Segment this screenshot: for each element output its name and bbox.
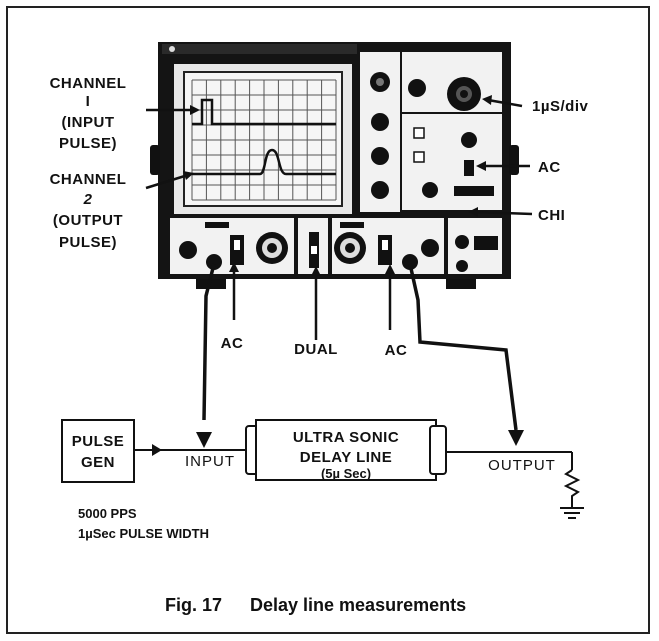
level-knob[interactable]	[461, 132, 477, 148]
figure-number: Fig. 17	[165, 595, 222, 615]
output-cable-arrow	[508, 430, 524, 446]
pointer-arrows	[145, 95, 533, 340]
trigger-button[interactable]	[413, 127, 425, 139]
reset-button[interactable]	[413, 151, 425, 163]
left-handle	[150, 145, 160, 175]
svg-text:(5µ Sec): (5µ Sec)	[321, 466, 371, 481]
svg-text:PULSE): PULSE)	[59, 135, 117, 152]
right-control-panel	[360, 52, 502, 212]
focus-knob[interactable]	[371, 113, 389, 131]
svg-text:PULSE: PULSE	[72, 433, 125, 450]
signal-notes: 5000 PPS 1µSec PULSE WIDTH	[78, 506, 209, 541]
ch2-position-knob[interactable]	[421, 239, 439, 257]
svg-text:ULTRA SONIC: ULTRA SONIC	[293, 429, 399, 446]
svg-text:(INPUT: (INPUT	[62, 114, 115, 131]
svg-text:1µSec PULSE WIDTH: 1µSec PULSE WIDTH	[78, 526, 209, 541]
illum-knob[interactable]	[371, 181, 389, 199]
delay-line-text: ULTRA SONIC DELAY LINE (5µ Sec)	[293, 429, 399, 481]
trace-rotation-knob[interactable]	[371, 147, 389, 165]
svg-text:5000 PPS: 5000 PPS	[78, 506, 137, 521]
ch1-input-jack[interactable]	[206, 254, 222, 270]
coupling-switch[interactable]	[464, 160, 474, 176]
svg-text:2: 2	[83, 191, 93, 208]
ch1-label: CHI	[538, 207, 565, 224]
ch2-input-jack[interactable]	[402, 254, 418, 270]
input-cable-arrow	[196, 432, 212, 448]
signal-chain	[61, 419, 584, 519]
load-resistor	[563, 469, 581, 508]
figure-title: Delay line measurements	[250, 595, 466, 615]
figure-caption: Fig. 17 Delay line measurements	[165, 595, 466, 615]
bottom-control-panel	[170, 218, 502, 274]
ac-right-label: AC	[538, 159, 561, 176]
pulse-gen-block	[61, 419, 135, 483]
dual-label: DUAL	[294, 341, 338, 358]
svg-text:CHANNEL: CHANNEL	[50, 75, 127, 92]
ac-left-label: AC	[221, 335, 244, 352]
holdoff-knob[interactable]	[422, 182, 438, 198]
svg-text:I: I	[86, 93, 91, 110]
output-label: OUTPUT	[488, 457, 556, 474]
oscilloscope	[150, 42, 519, 289]
ac-bottom-label: AC	[385, 342, 408, 359]
input-label: INPUT	[185, 453, 235, 470]
svg-text:PULSE): PULSE)	[59, 234, 117, 251]
crt-screen	[174, 64, 352, 214]
channel2-label: CHANNEL 2 (OUTPUT PULSE)	[50, 171, 127, 251]
pulse-gen-text: PULSE GEN	[72, 433, 125, 471]
svg-text:(OUTPUT: (OUTPUT	[53, 212, 123, 229]
position-knob[interactable]	[408, 79, 426, 97]
right-handle	[509, 145, 519, 175]
figure-frame	[6, 6, 650, 634]
channel1-label: CHANNEL I (INPUT PULSE)	[50, 75, 127, 152]
source-switch[interactable]	[454, 186, 494, 196]
timebase-label: 1µS/div	[532, 98, 588, 115]
svg-text:DELAY LINE: DELAY LINE	[300, 449, 393, 466]
channel2-trace	[192, 148, 336, 176]
channel1-trace	[192, 98, 336, 126]
svg-text:GEN: GEN	[81, 454, 115, 471]
svg-text:CHANNEL: CHANNEL	[50, 171, 127, 188]
cables	[202, 263, 518, 431]
ground-symbol	[560, 507, 584, 519]
ch1-position-knob[interactable]	[179, 241, 197, 259]
